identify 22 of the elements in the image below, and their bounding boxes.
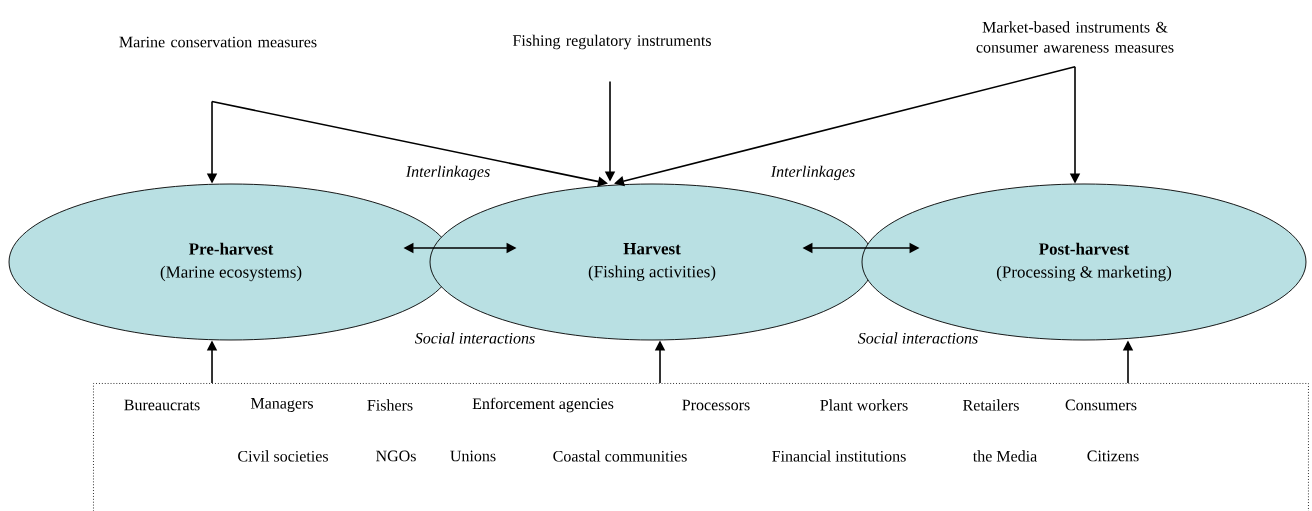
arrow <box>614 66 1076 187</box>
actor-label: Financial institutions <box>772 450 906 462</box>
actor-label: Citizens <box>1087 450 1139 462</box>
italic-label: Interlinkages <box>770 165 855 181</box>
actor-label: NGOs <box>376 450 416 462</box>
caption-text: Fishing regulatory instruments <box>512 34 711 50</box>
actor-label: Unions <box>450 450 496 462</box>
actor-label: Enforcement agencies <box>472 397 614 413</box>
actor-label: Fishers <box>367 399 413 411</box>
actor-label: Bureaucrats <box>124 399 200 411</box>
caption-text: Market-based instruments & consumer awareness measures <box>976 21 1174 53</box>
actor-label: the Media <box>972 450 1037 462</box>
actor-label: Consumers <box>1065 399 1137 411</box>
actor-label: Managers <box>250 398 313 412</box>
actor-label: Plant workers <box>820 399 908 411</box>
actor-label: Processors <box>682 399 750 411</box>
italic-label: Interlinkages <box>405 165 490 181</box>
caption-text: Marine conservation measures <box>119 36 317 48</box>
actor-label: Retailers <box>963 399 1019 411</box>
arrow <box>211 100 608 187</box>
actor-label: Civil societies <box>238 450 328 462</box>
actor-label: Coastal communities <box>553 450 687 462</box>
